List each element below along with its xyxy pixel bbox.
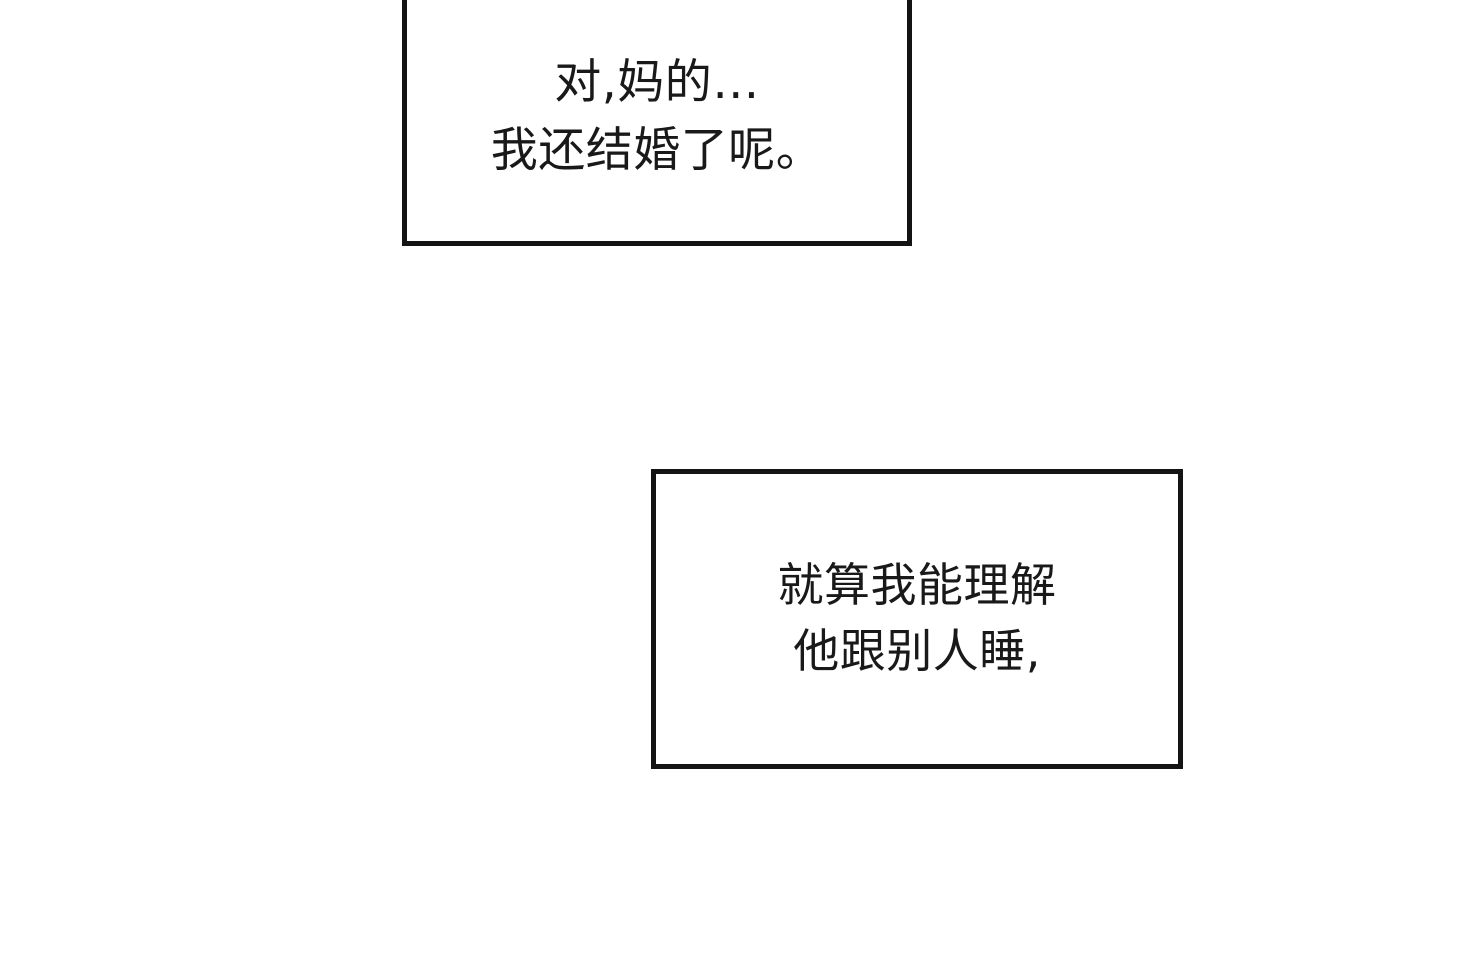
speech-line: 他跟别人睡, — [793, 623, 1041, 678]
speech-line: 我还结婚了呢。 — [490, 122, 824, 178]
speech-panel-lower: 就算我能理解 他跟别人睡, — [651, 469, 1183, 769]
speech-line: 就算我能理解 — [777, 558, 1057, 613]
speech-panel-upper: 对,妈的… 我还结婚了呢。 — [402, 0, 912, 246]
speech-text-lower: 就算我能理解 他跟别人睡, — [778, 553, 1057, 684]
speech-line: 对,妈的… — [554, 54, 760, 110]
speech-text-upper: 对,妈的… 我还结婚了呢。 — [491, 49, 824, 185]
